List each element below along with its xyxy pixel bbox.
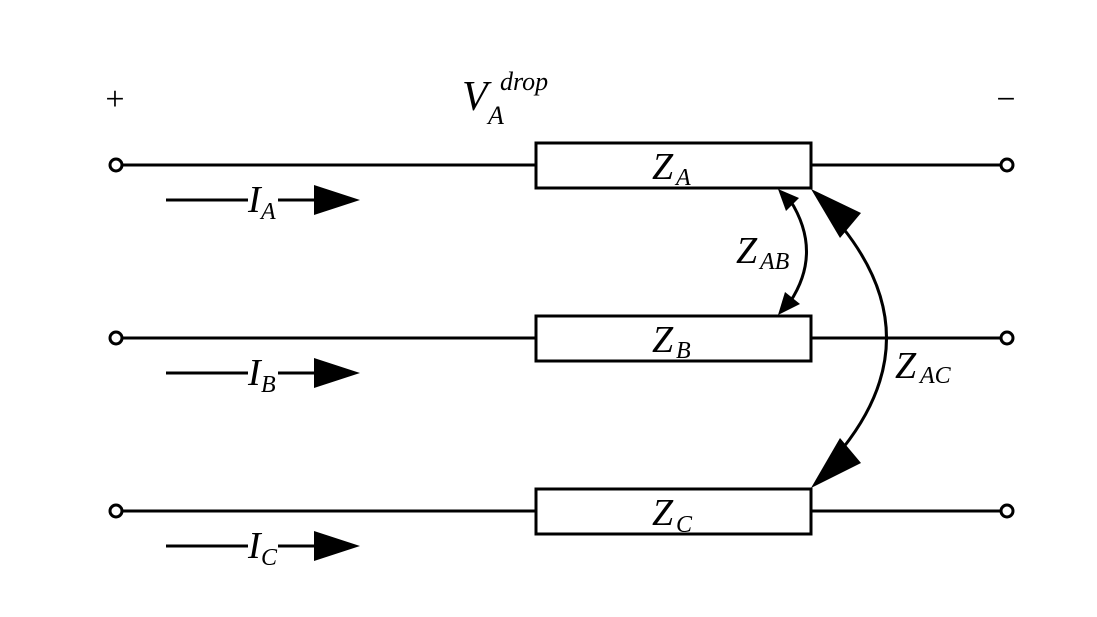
impedance-a-symbol: Z — [652, 146, 674, 188]
current-c-symbol: I — [247, 525, 263, 567]
mutual-ab-arc — [788, 199, 808, 303]
voltage-drop-label: V drop A — [462, 67, 548, 130]
phase-a-right-terminal — [999, 157, 1015, 173]
current-a-symbol: I — [247, 179, 263, 221]
mutual-ac-arc — [841, 227, 888, 449]
phase-c-line: Z C — [108, 487, 1015, 538]
phase-a-left-terminal — [108, 157, 124, 173]
current-a-arrowhead — [314, 185, 360, 215]
impedance-a-subscript: A — [674, 165, 691, 191]
mutual-ab-subscript: AB — [758, 249, 790, 275]
impedance-c-box — [534, 487, 813, 536]
current-b-subscript: B — [261, 372, 276, 398]
phase-b-left-terminal — [108, 330, 124, 346]
impedance-c-symbol: Z — [652, 492, 674, 534]
current-b-symbol: I — [247, 352, 263, 394]
current-c-subscript: C — [261, 545, 278, 571]
mutual-ac-arrowhead-top — [811, 189, 861, 238]
plus-sign: + — [105, 81, 124, 118]
mutual-ab-symbol: Z — [736, 230, 758, 272]
current-c-arrow: I C — [166, 525, 360, 571]
minus-sign: − — [996, 81, 1015, 118]
mutual-ac-subscript: AC — [918, 363, 952, 389]
impedance-b-subscript: B — [676, 338, 691, 364]
phase-c-left-terminal — [108, 503, 124, 519]
mutual-impedance-ab: Z AB — [736, 189, 808, 315]
voltage-drop-superscript: drop — [500, 67, 548, 96]
phase-c-right-terminal — [999, 503, 1015, 519]
phase-a-line: Z A — [108, 141, 1015, 191]
current-a-arrow: I A — [166, 179, 360, 225]
voltage-drop-symbol: V — [462, 74, 492, 120]
impedance-b-box — [534, 314, 813, 363]
impedance-b-symbol: Z — [652, 319, 674, 361]
impedance-c-subscript: C — [676, 512, 693, 538]
current-b-arrow: I B — [166, 352, 360, 398]
phase-b-right-terminal — [999, 330, 1015, 346]
current-b-arrowhead — [314, 358, 360, 388]
mutual-ac-arrowhead-bottom — [811, 438, 861, 488]
current-c-arrowhead — [314, 531, 360, 561]
impedance-a-box — [534, 141, 813, 190]
mutual-ab-arrowhead-bottom — [778, 292, 800, 315]
mutual-ab-arrowhead-top — [778, 189, 799, 211]
voltage-drop-subscript: A — [486, 101, 504, 130]
mutual-impedance-ac: Z AC — [811, 189, 952, 488]
phase-b-line: Z B — [108, 314, 1015, 364]
current-a-subscript: A — [259, 199, 276, 225]
mutual-ac-symbol: Z — [895, 345, 917, 387]
